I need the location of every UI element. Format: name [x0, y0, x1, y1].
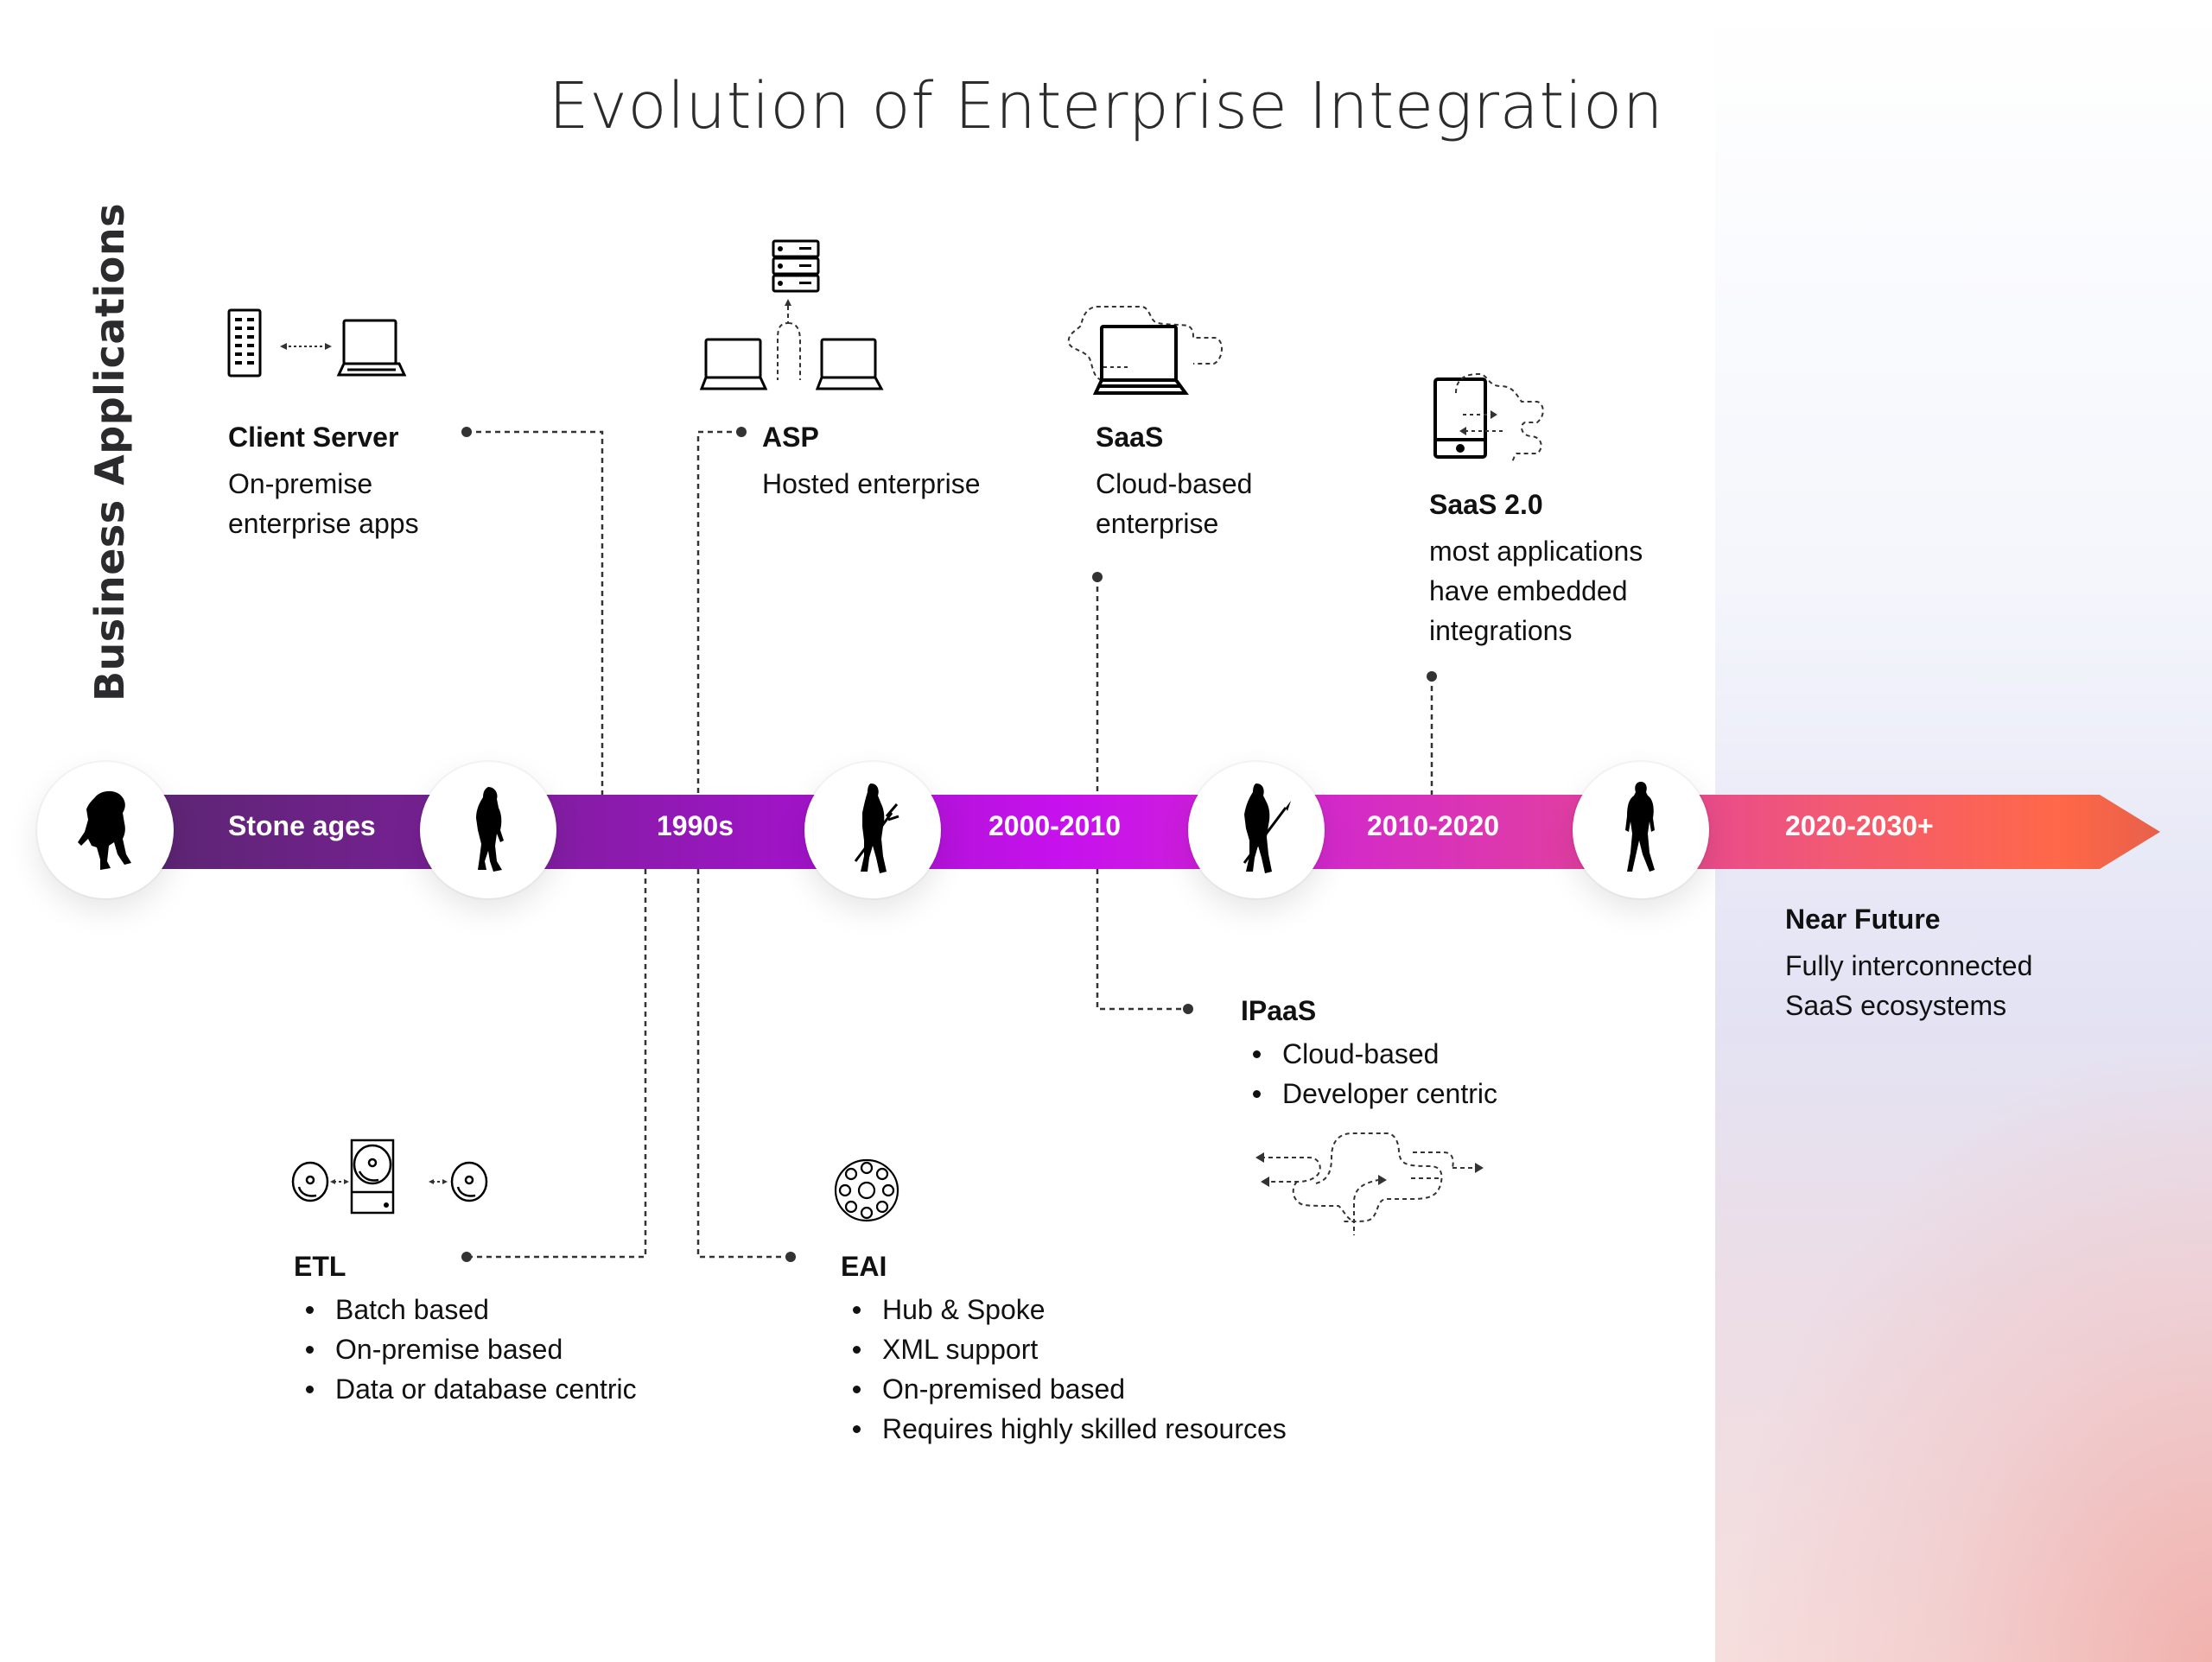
- description-line: have embedded: [1429, 575, 1628, 606]
- description-line: enterprise: [1096, 508, 1219, 539]
- eai-heading: EAI: [841, 1251, 887, 1282]
- mobile-embedded-integration-icon: [1433, 372, 1544, 462]
- connector-dot: [1427, 671, 1437, 682]
- hub-spoke-icon: [834, 1158, 899, 1222]
- asp-heading: ASP: [762, 422, 819, 453]
- connector-ipaas: [1096, 869, 1188, 1011]
- era-circle-1990s: [420, 762, 556, 898]
- description-line: On-premise: [228, 468, 373, 499]
- client-server-description: On-premise enterprise apps: [228, 464, 419, 543]
- modern-human-silhouette-icon: [1625, 782, 1655, 872]
- ipaas-bullet-list: Cloud-based Developer centric: [1241, 1034, 1497, 1113]
- connector-asp: [696, 430, 741, 795]
- cloud-laptop-icon: [1067, 306, 1223, 395]
- description-line: Hosted enterprise: [762, 468, 981, 499]
- bullet-item: Hub & Spoke: [841, 1290, 1287, 1329]
- saas-2-heading: SaaS 2.0: [1429, 489, 1543, 520]
- hunter-with-spear-silhouette-icon: [1243, 783, 1291, 873]
- era-circle-stone-ages: [37, 762, 174, 898]
- business-applications-axis-label: Business Applications: [86, 203, 133, 701]
- description-line: SaaS ecosystems: [1785, 990, 2007, 1021]
- description-line: Fully interconnected: [1785, 950, 2033, 981]
- connector-dot: [1183, 1004, 1193, 1014]
- connector-dot: [736, 427, 747, 437]
- era-circle-2010-2020: [1188, 762, 1325, 898]
- near-future-heading: Near Future: [1785, 904, 1941, 935]
- ipaas-heading: IPaaS: [1241, 995, 1317, 1026]
- client-server-heading: Client Server: [228, 422, 399, 453]
- etl-bullet-list: Batch based On-premise based Data or dat…: [294, 1290, 637, 1409]
- bullet-item: On-premise based: [294, 1329, 637, 1369]
- saas-2-description: most applications have embedded integrat…: [1429, 531, 1643, 650]
- era-label-1990s: 1990s: [657, 810, 734, 841]
- description-line: integrations: [1429, 615, 1573, 646]
- era-circle-2000-2010: [804, 762, 941, 898]
- era-label-stone-ages: Stone ages: [228, 810, 376, 841]
- connector-dot: [1092, 572, 1103, 582]
- connector-client-server: [467, 430, 604, 795]
- era-label-2020-2030: 2020-2030+: [1785, 810, 1934, 841]
- database-transfer-icon: [291, 1139, 488, 1215]
- connector-dot: [785, 1252, 796, 1262]
- description-line: most applications: [1429, 536, 1643, 567]
- bullet-item: Data or database centric: [294, 1369, 637, 1409]
- hosted-server-laptops-icon: [700, 239, 884, 390]
- saas-description: Cloud-based enterprise: [1096, 464, 1252, 543]
- connector-eai: [696, 869, 791, 1259]
- era-label-2010-2020: 2010-2020: [1367, 810, 1500, 841]
- etl-heading: ETL: [294, 1251, 346, 1282]
- era-label-2000-2010: 2000-2010: [988, 810, 1122, 841]
- bullet-item: Requires highly skilled resources: [841, 1409, 1287, 1449]
- early-hominid-silhouette-icon: [476, 787, 504, 872]
- description-line: enterprise apps: [228, 508, 419, 539]
- description-line: Cloud-based: [1096, 468, 1253, 499]
- bullet-item: On-premised based: [841, 1369, 1287, 1409]
- near-future-description: Fully interconnected SaaS ecosystems: [1785, 946, 2032, 1025]
- saas-heading: SaaS: [1096, 422, 1164, 453]
- server-to-laptop-icon: [227, 308, 407, 377]
- connector-dot: [461, 427, 472, 437]
- bullet-item: Developer centric: [1241, 1074, 1497, 1113]
- asp-description: Hosted enterprise: [762, 464, 981, 504]
- flow-paths-icon: [1255, 1132, 1484, 1235]
- ape-silhouette-icon: [78, 790, 131, 870]
- era-circle-2020-2030: [1573, 762, 1709, 898]
- bullet-item: Batch based: [294, 1290, 637, 1329]
- hominid-with-stick-silhouette-icon: [854, 783, 899, 873]
- bullet-item: Cloud-based: [1241, 1034, 1497, 1074]
- page-title: Evolution of Enterprise Integration: [548, 69, 1664, 143]
- bullet-item: XML support: [841, 1329, 1287, 1369]
- connector-dot: [461, 1252, 472, 1262]
- eai-bullet-list: Hub & Spoke XML support On-premised base…: [841, 1290, 1287, 1449]
